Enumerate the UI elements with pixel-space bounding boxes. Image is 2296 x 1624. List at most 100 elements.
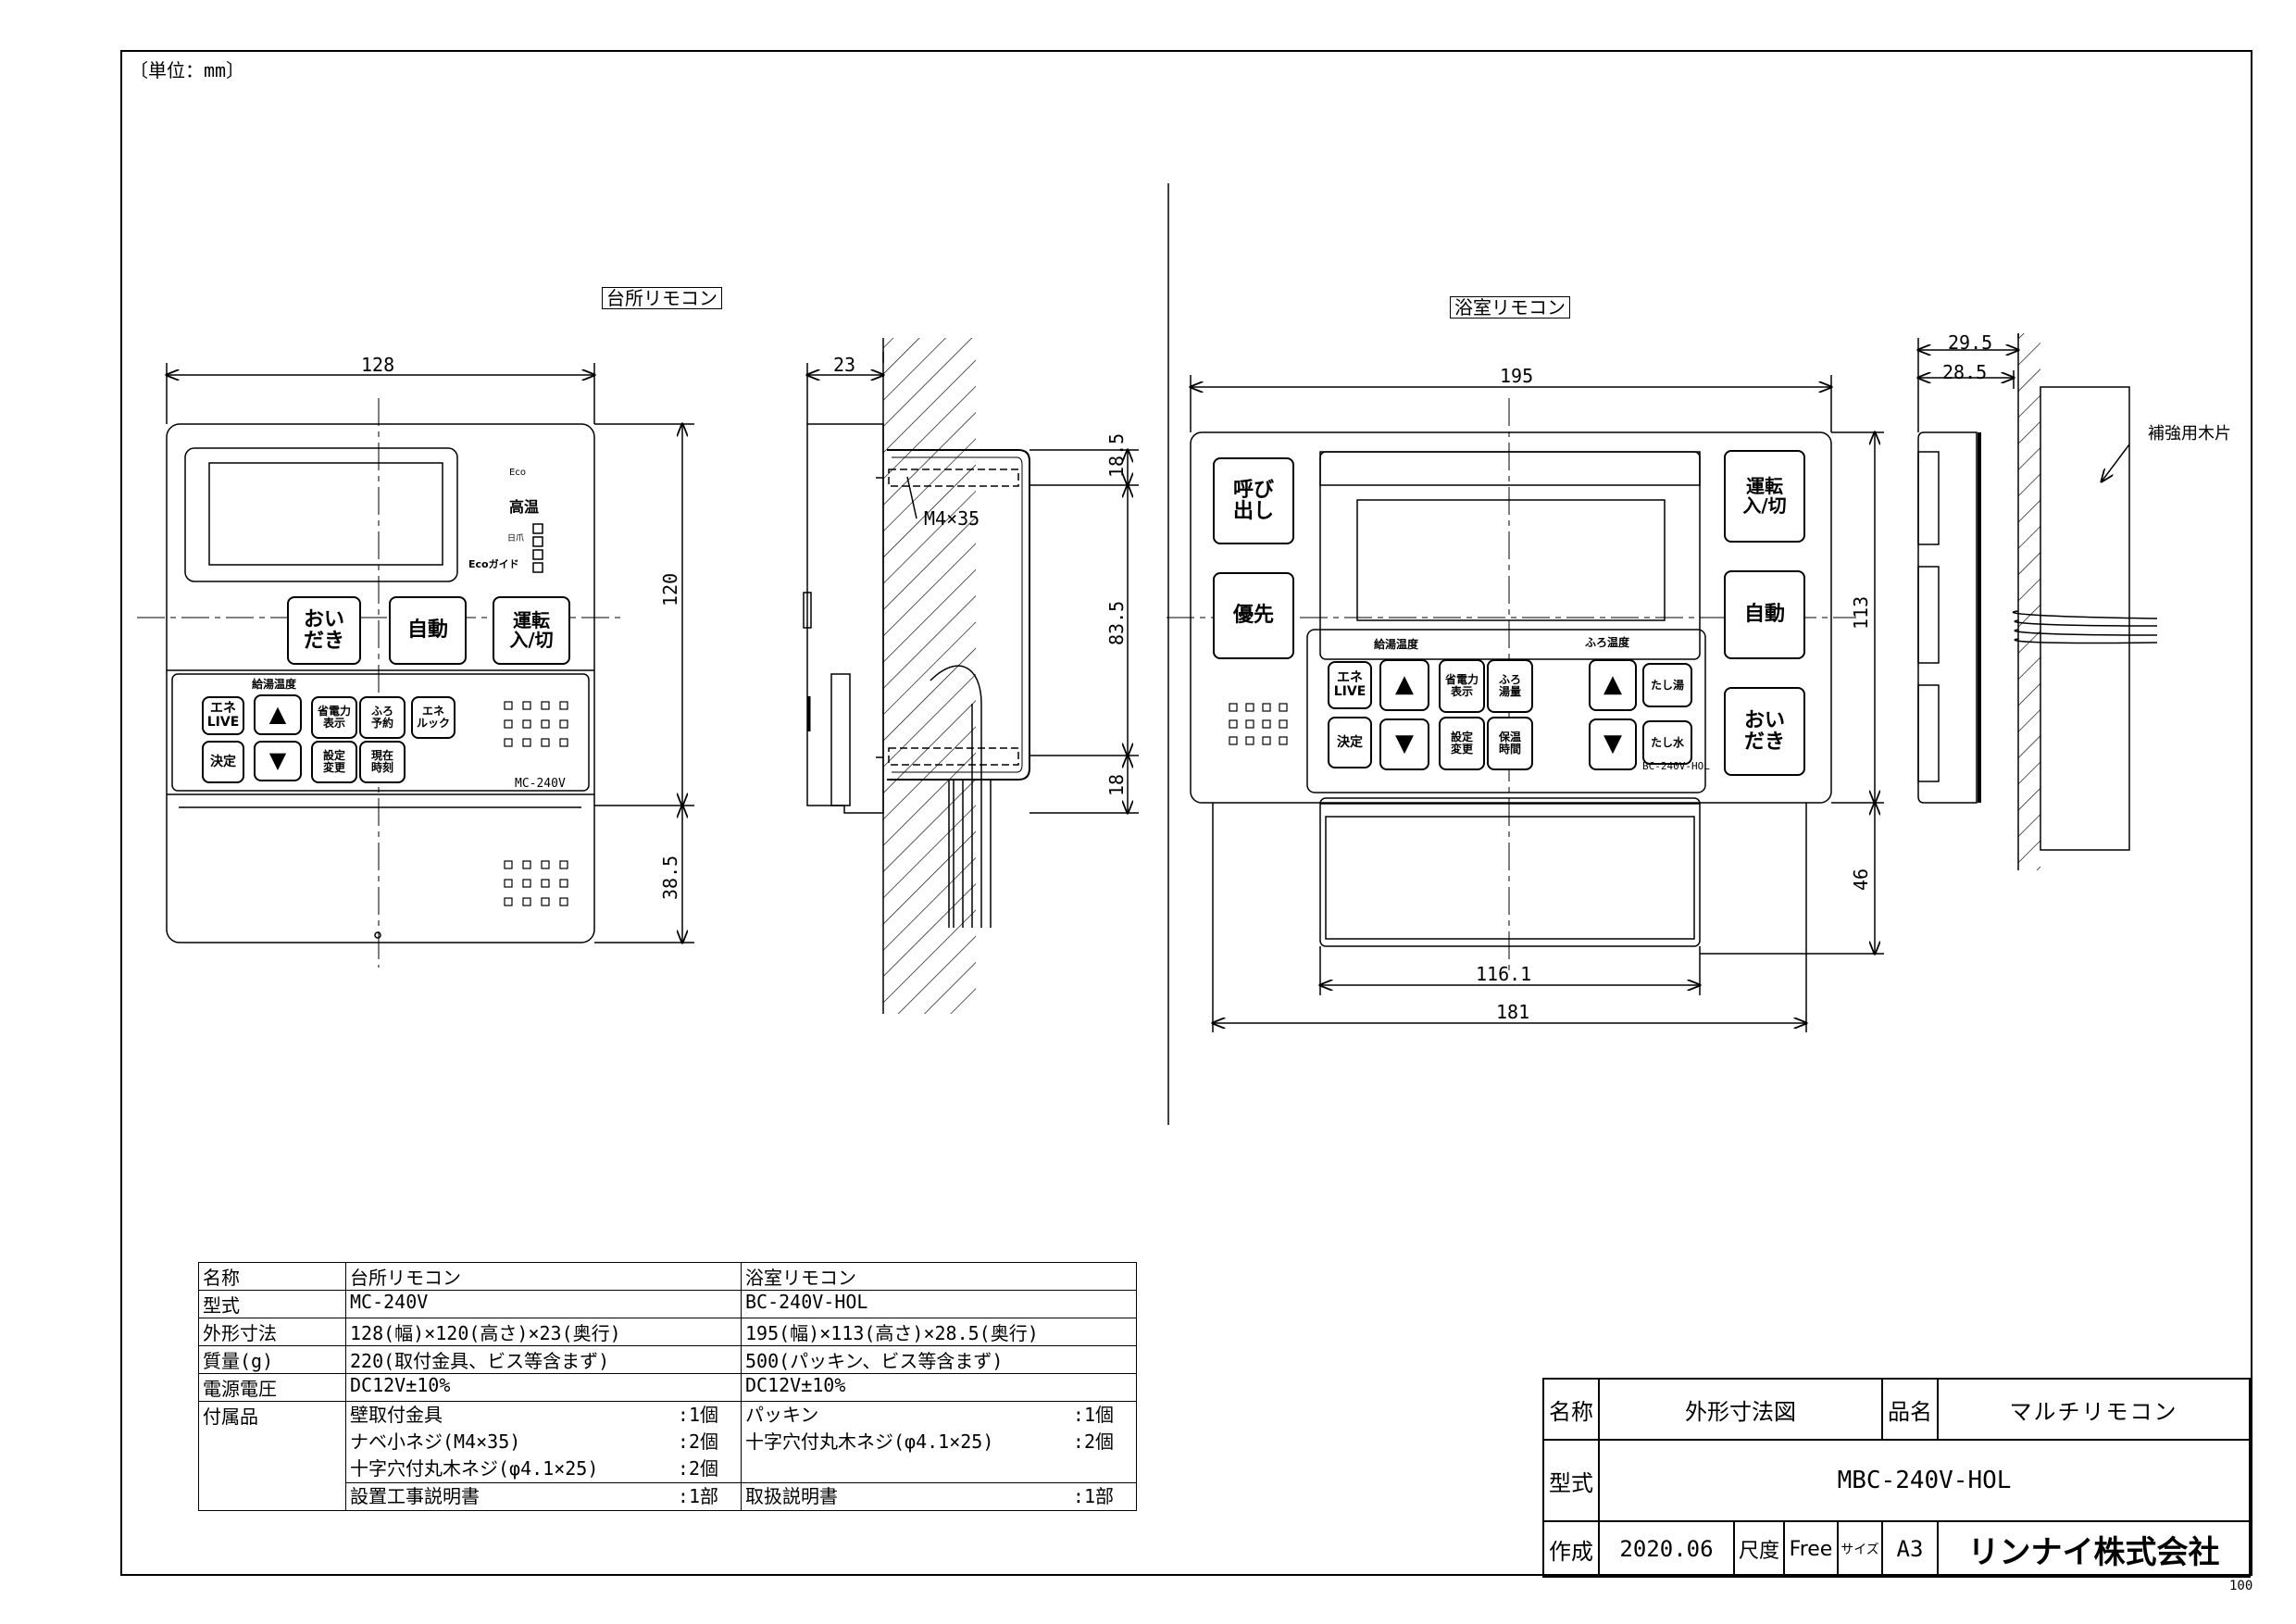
b-kyuto-label: 給湯温度 bbox=[1374, 638, 1419, 651]
b-jido-button[interactable]: 自動 bbox=[1724, 570, 1805, 659]
k-temp-up-button[interactable]: ▲ bbox=[254, 694, 302, 735]
title-name-label: 名称 bbox=[1542, 1378, 1600, 1441]
spec-cell-label: 電源電圧 bbox=[198, 1373, 346, 1402]
spec-cell-label: 型式 bbox=[198, 1290, 346, 1318]
title-size-value: A3 bbox=[1881, 1520, 1939, 1578]
spec-cell-kitchen: 128(幅)×120(高さ)×23(奥行) bbox=[345, 1318, 742, 1346]
k-eco-guide-label: Ecoガイド bbox=[468, 558, 519, 570]
dim-k-width: 128 bbox=[361, 354, 395, 376]
b-ene-live-button[interactable]: エネ LIVE bbox=[1328, 661, 1372, 709]
b-furo-up-button[interactable]: ▲ bbox=[1589, 659, 1637, 711]
k-koon-label: 高温 bbox=[509, 498, 540, 516]
accessory-qty: :1個 bbox=[677, 1404, 718, 1426]
wood-piece-label: 補強用木片 bbox=[2148, 424, 2231, 443]
accessory-spacer bbox=[745, 1455, 1132, 1482]
spec-cell-label: 質量(g) bbox=[198, 1345, 346, 1374]
b-yusen-button[interactable]: 優先 bbox=[1213, 572, 1294, 659]
drawing-frame bbox=[120, 50, 2252, 1576]
dim-k-depth: 23 bbox=[833, 354, 856, 376]
spec-row-accessories: 付属品壁取付金具 :1個ナベ小ネジ(M4×35):2個十字穴付丸木ネジ(φ4.1×… bbox=[198, 1401, 1137, 1511]
accessory-item: ナベ小ネジ(M4×35):2個 bbox=[350, 1429, 737, 1455]
k-ene-live-button[interactable]: エネ LIVE bbox=[202, 696, 244, 735]
b-model-label: BC-240V-HOL bbox=[1642, 760, 1710, 772]
k-oidaki-button[interactable]: おい だき bbox=[287, 596, 361, 665]
dim-k-bottom: 18 bbox=[1105, 773, 1128, 796]
k-denryoku-button[interactable]: 省電力 表示 bbox=[311, 696, 357, 739]
b-settei-button[interactable]: 設定 変更 bbox=[1439, 717, 1485, 770]
accessory-name: 十字穴付丸木ネジ(φ4.1×25) bbox=[745, 1430, 994, 1453]
spec-cell-kitchen: 台所リモコン bbox=[345, 1262, 742, 1291]
accessory-item: 壁取付金具 :1個 bbox=[350, 1402, 737, 1429]
b-denryoku-button[interactable]: 省電力 表示 bbox=[1439, 659, 1485, 713]
b-temp-up-button[interactable]: ▲ bbox=[1379, 659, 1429, 711]
manual-name: 取扱説明書 bbox=[745, 1485, 838, 1507]
bath-view-label: 浴室リモコン bbox=[1450, 296, 1570, 319]
b-oidaki-button[interactable]: おい だき bbox=[1724, 687, 1805, 776]
accessory-name: 壁取付金具 bbox=[350, 1404, 443, 1426]
spec-cell-label: 付属品 bbox=[198, 1401, 346, 1511]
b-temp-down-button[interactable]: ▼ bbox=[1379, 718, 1429, 770]
accessory-qty: :2個 bbox=[677, 1430, 718, 1453]
dim-b-height: 113 bbox=[1850, 595, 1872, 630]
b-tashimizu-button[interactable]: たし水 bbox=[1642, 720, 1692, 765]
b-furo-ondo-label: ふろ温度 bbox=[1585, 636, 1630, 649]
accessory-item: 十字穴付丸木ネジ(φ4.1×25):2個 bbox=[350, 1455, 737, 1482]
spec-cell-bath: 浴室リモコン bbox=[741, 1262, 1137, 1291]
title-scale-value: Free bbox=[1783, 1520, 1839, 1578]
title-name-value: 外形寸法図 bbox=[1598, 1378, 1883, 1441]
spec-cell-bath: BC-240V-HOL bbox=[741, 1290, 1137, 1318]
b-hoon-button[interactable]: 保温 時間 bbox=[1487, 717, 1533, 770]
title-size-label: サイズ bbox=[1837, 1520, 1883, 1578]
b-kettei-button[interactable]: 決定 bbox=[1328, 717, 1372, 768]
accessory-item: パッキン :1個 bbox=[745, 1402, 1132, 1429]
k-unten-button[interactable]: 運転 入/切 bbox=[493, 596, 570, 665]
title-product-value: マルチリモコン bbox=[1937, 1378, 2251, 1441]
title-made-value: 2020.06 bbox=[1598, 1520, 1735, 1578]
manual-item: 取扱説明書:1部 bbox=[742, 1482, 1136, 1510]
spec-cell-bath_acc: パッキン :1個十字穴付丸木ネジ(φ4.1×25) :2個 取扱説明書:1部 bbox=[741, 1401, 1137, 1511]
kitchen-view-label: 台所リモコン bbox=[602, 287, 722, 309]
dim-b-depth1: 29.5 bbox=[1948, 331, 1993, 354]
spec-cell-kitchen_acc: 壁取付金具 :1個ナベ小ネジ(M4×35):2個十字穴付丸木ネジ(φ4.1×25)… bbox=[345, 1401, 742, 1511]
spec-cell-kitchen: DC12V±10% bbox=[345, 1373, 742, 1402]
spec-cell-kitchen: 220(取付金具、ビス等含まず) bbox=[345, 1345, 742, 1374]
spec-cell-label: 外形寸法 bbox=[198, 1318, 346, 1346]
spec-cell-kitchen: MC-240V bbox=[345, 1290, 742, 1318]
accessory-qty: :1個 bbox=[1072, 1404, 1114, 1426]
dim-k-top: 18.5 bbox=[1105, 432, 1128, 478]
dim-k-mid: 83.5 bbox=[1105, 600, 1128, 645]
dim-k-cover: 38.5 bbox=[659, 855, 681, 900]
dim-b-inner: 116.1 bbox=[1476, 963, 1532, 985]
dim-b-width: 195 bbox=[1500, 365, 1534, 387]
b-furo-yuryo-button[interactable]: ふろ 湯量 bbox=[1487, 659, 1533, 713]
k-eco-label: Eco bbox=[509, 468, 526, 478]
spec-row: 質量(g)220(取付金具、ビス等含まず)500(パッキン、ビス等含まず) bbox=[198, 1345, 1137, 1374]
title-made-label: 作成 bbox=[1542, 1520, 1600, 1578]
b-yobidashi-button[interactable]: 呼び 出し bbox=[1213, 457, 1294, 544]
k-genzai-button[interactable]: 現在 時刻 bbox=[359, 741, 406, 783]
k-furo-yoyaku-button[interactable]: ふろ 予約 bbox=[359, 696, 406, 739]
manual-item: 設置工事説明書:1部 bbox=[346, 1482, 741, 1510]
spec-cell-bath: DC12V±10% bbox=[741, 1373, 1137, 1402]
k-temp-down-button[interactable]: ▼ bbox=[254, 741, 302, 781]
accessory-item: 十字穴付丸木ネジ(φ4.1×25) :2個 bbox=[745, 1429, 1132, 1455]
accessory-qty: :2個 bbox=[677, 1457, 718, 1480]
title-model-label: 型式 bbox=[1542, 1439, 1600, 1522]
b-tashiyu-button[interactable]: たし湯 bbox=[1642, 663, 1692, 707]
k-kettei-button[interactable]: 決定 bbox=[202, 741, 244, 783]
title-scale-label: 尺度 bbox=[1733, 1520, 1785, 1578]
corner-code: 100 bbox=[2229, 1579, 2253, 1593]
unit-note: 〔単位：mm〕 bbox=[130, 59, 245, 81]
accessory-name: パッキン bbox=[745, 1404, 819, 1426]
b-unten-button[interactable]: 運転 入/切 bbox=[1724, 450, 1805, 543]
accessory-qty: :2個 bbox=[1072, 1430, 1114, 1453]
k-settei-button[interactable]: 設定 変更 bbox=[311, 741, 357, 783]
title-product-label: 品名 bbox=[1881, 1378, 1939, 1441]
k-jido-button[interactable]: 自動 bbox=[389, 596, 467, 665]
k-ene-look-button[interactable]: エネ ルック bbox=[411, 696, 455, 739]
b-furo-down-button[interactable]: ▼ bbox=[1589, 718, 1637, 770]
k-model-label: MC-240V bbox=[515, 777, 566, 791]
